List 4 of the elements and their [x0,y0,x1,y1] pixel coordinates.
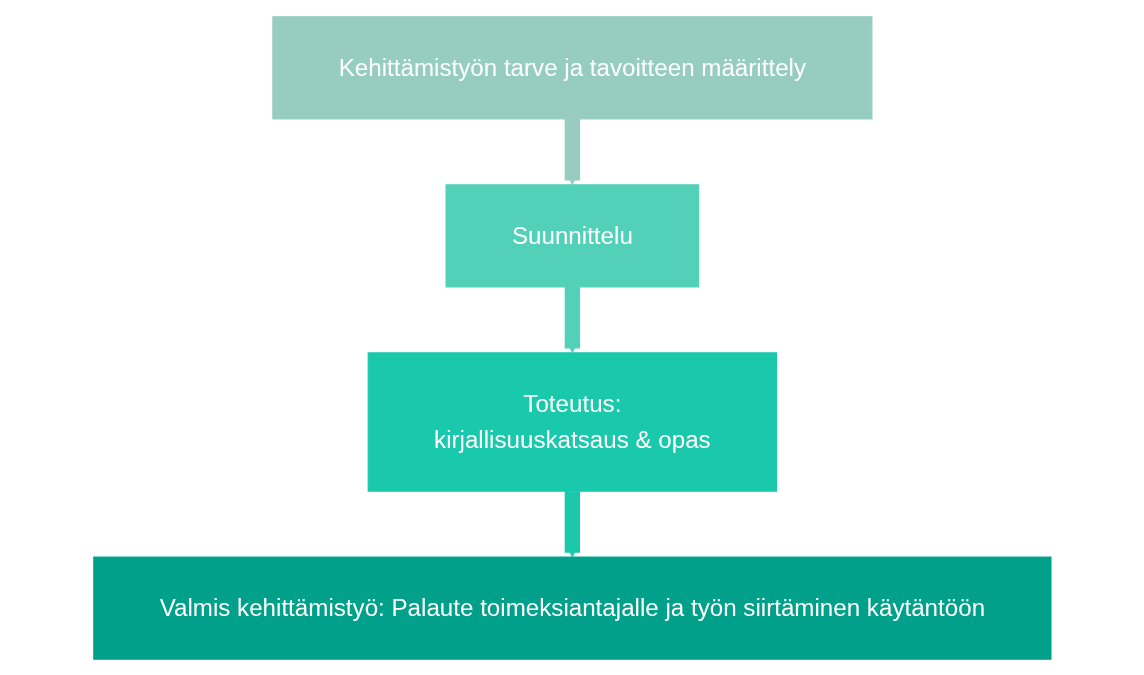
node-box: Valmis kehittämistyö: Palaute toimeksiantajalle ja työn siirtäminen käytäntöön [92,556,1052,660]
node-box: Suunnittelu [445,183,699,287]
node-box: Toteutus: kirjallisuuskatsaus & opas [367,351,777,492]
node-box: Kehittämistyön tarve ja tavoitteen määrittely [271,15,873,119]
